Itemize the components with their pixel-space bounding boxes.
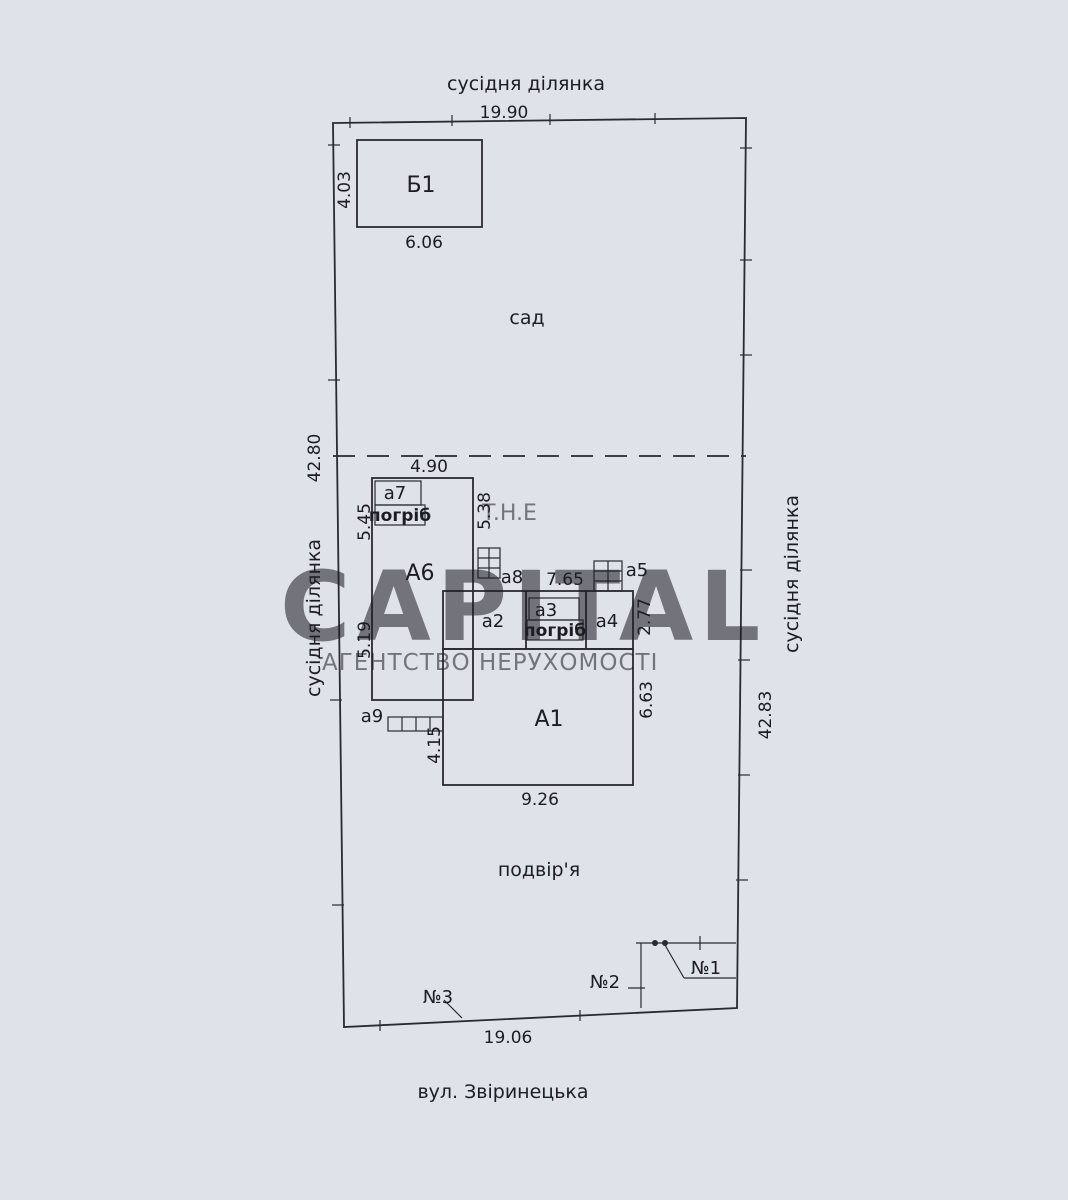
cellar-a7-outline [374, 504, 426, 526]
gate-n3-label: №3 [423, 987, 453, 1008]
dim-block-top: 7.65 [546, 570, 584, 590]
cellar-a3-label: погріб [524, 621, 586, 641]
dim-left: 42.80 [305, 434, 325, 483]
plot-boundary [332, 117, 747, 1028]
dim-a6-left-upper: 5.45 [355, 503, 375, 541]
dim-a6-top: 4.90 [410, 457, 448, 477]
dim-a6-right: 5.38 [475, 492, 495, 530]
room-a4-label: а4 [596, 611, 618, 632]
watermark-capital: CAPITAL [280, 551, 766, 663]
dim-bottom: 19.06 [484, 1028, 533, 1048]
dim-right: 42.83 [756, 691, 776, 740]
building-b1 [356, 139, 483, 228]
dim-block-right-upper: 2.77 [635, 598, 655, 636]
room-a5-label: а5 [626, 560, 648, 581]
watermark-the: T.H.E [481, 501, 537, 526]
room-a6-label: А6 [405, 561, 434, 586]
dim-top: 19.90 [480, 103, 529, 123]
room-a9-label: а9 [361, 706, 383, 727]
cellar-a7-label: погріб [369, 506, 431, 526]
dim-a1-left: 4.15 [425, 726, 445, 764]
dim-b1-height: 4.03 [335, 171, 355, 209]
garden-label: сад [509, 307, 544, 329]
room-a1-label: А1 [534, 707, 563, 732]
room-b1-label: Б1 [406, 173, 435, 198]
gate-n2-label: №2 [590, 972, 620, 993]
building-a6 [371, 477, 474, 701]
right-neighbor-label: сусідня ділянка [781, 495, 803, 653]
left-neighbor-label: сусідня ділянка [303, 539, 325, 697]
dim-b1-width: 6.06 [405, 233, 443, 253]
room-a8-label: а8 [501, 567, 523, 588]
dim-a1-bottom: 9.26 [521, 790, 559, 810]
boundary-ticks [328, 113, 752, 1031]
street-label: вул. Звіринецька [417, 1081, 588, 1103]
room-a7-label: а7 [384, 483, 406, 504]
dim-a1-right: 6.63 [637, 681, 657, 719]
watermark-agency: АГЕНТСТВО НЕРУХОМОСТІ [322, 650, 658, 676]
gate-n1-label: №1 [691, 958, 721, 979]
gate-markers [443, 936, 736, 1019]
top-neighbor-label: сусідня ділянка [447, 73, 605, 95]
yard-label: подвір'я [498, 859, 580, 881]
dim-a6-left-lower: 5.19 [355, 621, 375, 659]
cellar-a3-outline [526, 619, 584, 641]
room-a3-label: а3 [535, 600, 557, 621]
room-a2-label: а2 [482, 611, 504, 632]
